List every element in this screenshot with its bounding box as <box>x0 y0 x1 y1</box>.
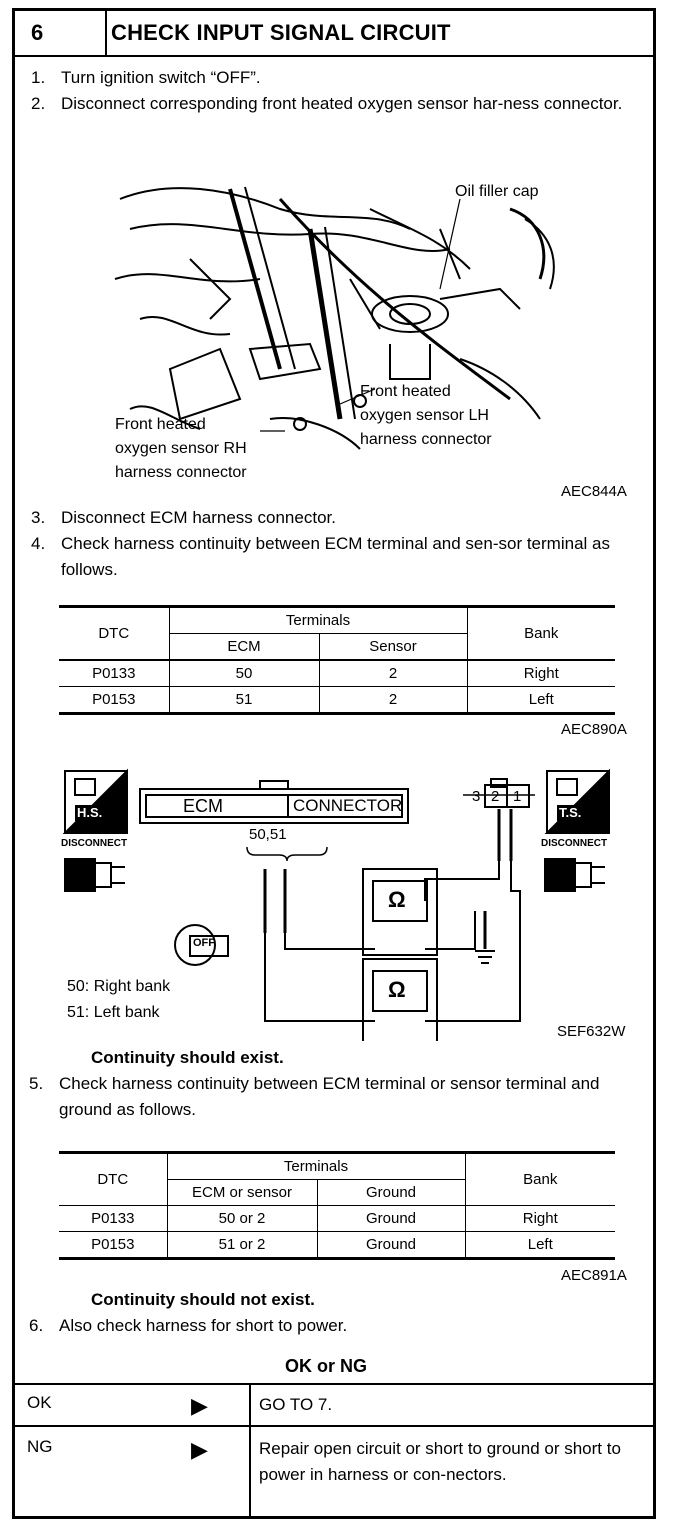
ok-or-ng-heading: OK or NG <box>285 1356 368 1376</box>
connector-label: CONNECTOR <box>293 796 403 815</box>
disconnect-right-label: DISCONNECT <box>541 838 608 849</box>
label-rh-line2: oxygen sensor RH <box>115 440 247 457</box>
t1-head-ecm: ECM <box>168 633 320 661</box>
step-number: 6 <box>15 11 107 55</box>
t2-head-dtc: DTC <box>59 1151 168 1206</box>
continuity-table-1: DTC Terminals Bank ECM Sensor P0133 50 2… <box>59 605 615 715</box>
t2-r1-dtc: P0133 <box>59 1205 168 1232</box>
step-5-text: Check harness continuity between ECM ter… <box>59 1074 600 1119</box>
figure1-ref: AEC844A <box>561 483 627 500</box>
table2-ref: AEC891A <box>561 1267 627 1284</box>
pin-2: 2 <box>491 788 500 805</box>
note-continuity-exist: Continuity should exist. <box>91 1048 284 1067</box>
result-ng-divider <box>249 1427 251 1519</box>
step-2: 2. Disconnect corresponding front heated… <box>31 91 641 143</box>
label-rh-line1: Front heated <box>115 416 206 433</box>
step-4-number: 4. <box>31 534 46 553</box>
label-lh-line3: harness connector <box>360 431 492 448</box>
result-ok-divider <box>249 1385 251 1425</box>
label-oil-filler-cap: Oil filler cap <box>455 183 539 200</box>
t1-r1-bank: Right <box>466 659 615 687</box>
t2-r1-ecm-sensor: 50 or 2 <box>166 1205 318 1232</box>
ecm-pins-label: 50,51 <box>249 826 287 843</box>
t2-head-ecm-sensor: ECM or sensor <box>166 1179 318 1206</box>
t1-r2-sensor: 2 <box>318 686 468 715</box>
t1-r1-ecm: 50 <box>168 659 320 687</box>
engine-bay-illustration <box>114 186 555 450</box>
result-ok-arrow-icon: ▶ <box>191 1393 208 1418</box>
t1-r2-ecm: 51 <box>168 686 320 715</box>
step-5-number: 5. <box>29 1074 44 1093</box>
t1-head-bank: Bank <box>466 605 615 661</box>
step-1-number: 1. <box>31 68 46 87</box>
continuity-table-2: DTC Terminals Bank ECM or sensor Ground … <box>59 1151 615 1260</box>
label-rh-line3: harness connector <box>115 464 247 481</box>
ignition-off-label: OFF <box>193 937 215 949</box>
ts-label: T.S. <box>557 805 584 821</box>
step-header: 6 CHECK INPUT SIGNAL CIRCUIT <box>15 11 653 57</box>
t2-r1-bank: Right <box>464 1205 615 1232</box>
step-4-text: Check harness continuity between ECM ter… <box>61 534 610 579</box>
t1-r2-bank: Left <box>466 686 615 715</box>
t2-head-bank: Bank <box>464 1151 615 1206</box>
ecm-label: ECM <box>183 796 223 816</box>
t2-r2-bank: Left <box>464 1231 615 1260</box>
step-3-text: Disconnect ECM harness connector. <box>61 508 336 527</box>
t2-r1-ground: Ground <box>316 1205 466 1232</box>
result-ok-action: GO TO 7. <box>259 1395 333 1414</box>
procedure-box: 6 CHECK INPUT SIGNAL CIRCUIT 1. Turn ign… <box>12 8 656 1519</box>
pin-3: 3 <box>472 788 481 805</box>
step-6: 6. Also check harness for short to power… <box>29 1313 643 1339</box>
t2-head-ground: Ground <box>316 1179 466 1206</box>
t1-head-dtc: DTC <box>59 605 170 661</box>
step-6-text: Also check harness for short to power. <box>59 1316 348 1335</box>
ohmmeter-1-symbol: Ω <box>388 887 406 912</box>
step-2-text: Disconnect corresponding front heated ox… <box>61 94 623 113</box>
t1-r1-dtc: P0133 <box>59 659 170 687</box>
legend-50: 50: Right bank <box>67 978 171 995</box>
step-6-number: 6. <box>29 1316 44 1335</box>
t2-r2-ecm-sensor: 51 or 2 <box>166 1231 318 1260</box>
t2-r2-dtc: P0153 <box>59 1231 168 1260</box>
t1-r2-dtc: P0153 <box>59 686 170 715</box>
legend-51: 51: Left bank <box>67 1004 160 1021</box>
result-row-ok: OK ▶ GO TO 7. <box>15 1383 653 1425</box>
result-ng-arrow-icon: ▶ <box>191 1437 208 1462</box>
disconnect-left-label: DISCONNECT <box>61 838 128 849</box>
label-lh-line2: oxygen sensor LH <box>360 407 489 424</box>
result-row-ng: NG ▶ Repair open circuit or short to gro… <box>15 1425 653 1519</box>
step-5: 5. Check harness continuity between ECM … <box>29 1071 643 1123</box>
result-ok-label: OK <box>27 1393 52 1412</box>
step-title: CHECK INPUT SIGNAL CIRCUIT <box>111 20 451 45</box>
step-1: 1. Turn ignition switch “OFF”. <box>31 65 641 91</box>
note-continuity-not-exist: Continuity should not exist. <box>91 1290 315 1309</box>
t2-r2-ground: Ground <box>316 1231 466 1260</box>
result-ng-label: NG <box>27 1437 53 1456</box>
label-lh-line1: Front heated <box>360 383 451 400</box>
result-ng-action: Repair open circuit or short to ground o… <box>259 1439 621 1484</box>
t1-r1-sensor: 2 <box>318 659 468 687</box>
t1-head-terminals: Terminals <box>168 605 468 634</box>
step-4: 4. Check harness continuity between ECM … <box>31 531 641 583</box>
step-3: 3. Disconnect ECM harness connector. <box>31 505 641 531</box>
step-1-text: Turn ignition switch “OFF”. <box>61 68 261 87</box>
pin-1: 1 <box>513 788 522 805</box>
table1-ref: AEC890A <box>561 721 627 738</box>
t1-head-sensor: Sensor <box>318 633 468 661</box>
step-3-number: 3. <box>31 508 46 527</box>
hs-label: H.S. <box>75 805 105 821</box>
figure2-ref: SEF632W <box>557 1023 626 1040</box>
ohmmeter-2-symbol: Ω <box>388 977 406 1002</box>
t2-head-terminals: Terminals <box>166 1151 466 1180</box>
step-2-number: 2. <box>31 94 46 113</box>
